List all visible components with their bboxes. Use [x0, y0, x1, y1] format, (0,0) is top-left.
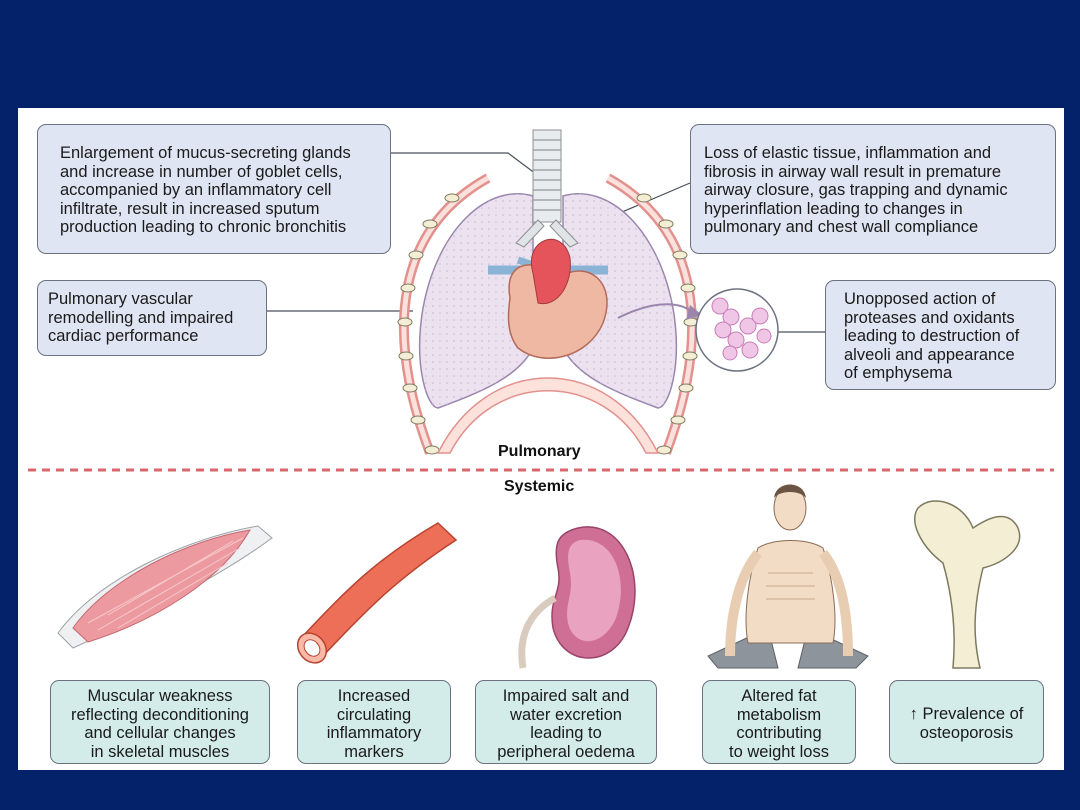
- illustration-layer: [28, 129, 1054, 669]
- kidney-line: Impaired salt and: [502, 687, 630, 705]
- mucus-line: and increase in number of goblet cells,: [60, 162, 343, 181]
- inflammation-line: Increased: [337, 687, 411, 705]
- fat-line: to weight loss: [729, 742, 829, 761]
- muscle-line: in skeletal muscles: [90, 742, 230, 761]
- inflammation-line: markers: [344, 742, 404, 761]
- kidney-illustration: [518, 526, 636, 669]
- muscle-line: Muscular weakness: [87, 687, 233, 705]
- emphysema-line: Unopposed action of: [844, 290, 996, 308]
- pulmonary-vascular-box: Pulmonary vascular remodelling and impai…: [37, 280, 267, 356]
- trachea: [515, 129, 579, 248]
- mucus-line: Enlargement of mucus-secreting glands: [60, 144, 351, 162]
- vascular-line: remodelling and impaired: [48, 308, 234, 327]
- elastic-tissue-box: Loss of elastic tissue, inflammation and…: [690, 124, 1056, 254]
- fat-line: contributing: [736, 724, 822, 742]
- elastic-line: pulmonary and chest wall compliance: [704, 218, 979, 236]
- bone-line: osteoporosis: [919, 723, 1014, 742]
- vessel-illustration: [296, 522, 458, 664]
- inflammation-box: Increased circulating inflammatory marke…: [297, 680, 451, 764]
- emphysema-box: Unopposed action of proteases and oxidan…: [825, 280, 1056, 390]
- kidney-line: water excretion: [510, 705, 622, 724]
- heart: [488, 239, 608, 359]
- mucus-line: infiltrate, result in increased sputum: [60, 199, 320, 218]
- diagram-panel: Enlargement of mucus-secreting glands an…: [18, 108, 1064, 770]
- muscle-line: and cellular changes: [84, 724, 236, 742]
- vascular-line: cardiac performance: [48, 327, 199, 345]
- mucus-line: production leading to chronic bronchitis: [60, 218, 347, 236]
- fat-metabolism-box: Altered fat metabolism contributing to w…: [702, 680, 856, 764]
- rib-cage: [397, 173, 699, 455]
- elastic-line: fibrosis in airway wall result in premat…: [704, 162, 1002, 181]
- muscle-box: Muscular weakness reflecting decondition…: [50, 680, 270, 764]
- alveoli-inset: [617, 288, 779, 372]
- pulmonary-label: Pulmonary: [498, 443, 581, 460]
- fat-line: metabolism: [736, 705, 822, 724]
- inflammation-line: inflammatory: [326, 724, 422, 742]
- elastic-line: hyperinflation leading to changes in: [704, 199, 963, 218]
- kidney-box: Impaired salt and water excretion leadin…: [475, 680, 657, 764]
- bone-illustration: [914, 500, 1021, 669]
- fat-line: Altered fat: [741, 687, 817, 705]
- emphysema-line: alveoli and appearance: [844, 345, 1015, 364]
- mucus-glands-box: Enlargement of mucus-secreting glands an…: [37, 124, 391, 254]
- emphysema-line: leading to destruction of: [844, 327, 1020, 345]
- lungs: [419, 193, 677, 409]
- elastic-line: airway closure, gas trapping and dynamic: [704, 181, 1008, 199]
- bone-line: ↑ Prevalence of: [909, 705, 1024, 723]
- kidney-line: leading to: [530, 724, 602, 742]
- muscle-line: reflecting deconditioning: [71, 705, 249, 724]
- elastic-line: Loss of elastic tissue, inflammation and: [704, 144, 992, 162]
- mucus-line: accompanied by an inflammatory cell: [60, 181, 332, 199]
- emphysema-line: of emphysema: [844, 364, 953, 382]
- muscle-illustration: [57, 525, 273, 649]
- osteoporosis-box: ↑ Prevalence of osteoporosis: [889, 680, 1044, 764]
- thin-man-illustration: [707, 484, 869, 669]
- diaphragm: [436, 377, 660, 454]
- vascular-line: Pulmonary vascular: [48, 290, 193, 308]
- systemic-label: Systemic: [504, 478, 575, 495]
- inflammation-line: circulating: [336, 705, 412, 724]
- kidney-line: peripheral oedema: [497, 742, 635, 761]
- emphysema-line: proteases and oxidants: [844, 308, 1015, 327]
